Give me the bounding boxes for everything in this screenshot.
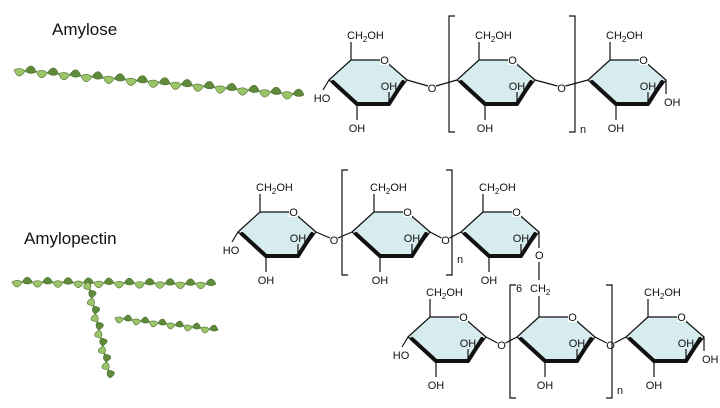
- oh-label: OH: [381, 81, 398, 93]
- ch2oh-label: CH2OH: [475, 30, 512, 44]
- ch2oh-label: CH2OH: [644, 287, 681, 301]
- glucose-unit: O OH OH: [516, 311, 596, 392]
- glucose-unit: O CH2OH OH OH OH: [587, 30, 681, 135]
- ring-oxygen-label: O: [289, 207, 298, 219]
- glycosidic-oxygen-label: O: [497, 340, 506, 352]
- oh-label: OH: [404, 233, 421, 245]
- ring-oxygen-label: O: [568, 312, 577, 324]
- glucose-unit: O CH2OH OH OH HO: [314, 30, 408, 135]
- ho-label: HO: [393, 350, 410, 362]
- oh-label: OH: [481, 275, 498, 287]
- amylose-helix: [13, 65, 305, 100]
- branch-oxygen-label: O: [535, 250, 544, 262]
- ring-oxygen-label: O: [512, 207, 521, 219]
- ring-oxygen-label: O: [380, 55, 389, 67]
- ch2oh-label: CH2OH: [479, 182, 516, 196]
- repeat-bracket-left: [509, 284, 516, 399]
- glucose-unit: O CH2OH OH OH: [456, 30, 536, 135]
- ring-oxygen-label: O: [677, 312, 686, 324]
- repeat-bracket-left: [448, 15, 455, 133]
- oh-label: OH: [290, 233, 307, 245]
- oh-label: OH: [460, 338, 477, 350]
- oh-label: OH: [258, 275, 275, 287]
- oh-label: OH: [646, 380, 663, 392]
- amylopectin-helix-branch-down: [83, 281, 115, 379]
- glucose-unit: O CH2OH OH OH HO: [393, 287, 487, 392]
- repeat-count-label: n: [580, 124, 586, 136]
- ch2oh-label: CH2OH: [256, 182, 293, 196]
- amylopectin-helix-branch-right: [114, 314, 219, 334]
- ring-oxygen-label: O: [508, 55, 517, 67]
- repeat-bracket-right: [569, 15, 576, 133]
- repeat-bracket-right: [606, 284, 613, 399]
- glycosidic-oxygen-label: O: [441, 235, 450, 247]
- repeat-bracket-right: [446, 169, 453, 276]
- oh-label: OH: [509, 81, 526, 93]
- amylopectin-title: Amylopectin: [24, 229, 117, 248]
- glucose-unit: O CH2OH OH OH: [460, 182, 540, 287]
- oh-label: OH: [702, 354, 719, 366]
- oh-label: OH: [537, 380, 554, 392]
- ch2oh-label: CH2OH: [426, 287, 463, 301]
- oh-label: OH: [513, 233, 530, 245]
- ho-label: HO: [314, 93, 331, 105]
- glycosidic-oxygen-label: O: [330, 235, 339, 247]
- ch2oh-label: CH2OH: [606, 30, 643, 44]
- ch2oh-label: CH2OH: [370, 182, 407, 196]
- repeat-bracket-left: [341, 169, 348, 276]
- amylose-title: Amylose: [52, 20, 118, 39]
- ring-oxygen-label: O: [459, 312, 468, 324]
- oh-label: OH: [477, 123, 494, 135]
- oh-label: OH: [608, 123, 625, 135]
- ho-label: HO: [223, 245, 240, 257]
- repeat-count-label: n: [457, 254, 463, 266]
- ring-oxygen-label: O: [403, 207, 412, 219]
- glucose-unit: O CH2OH OH OH OH: [625, 287, 719, 392]
- glycosidic-oxygen-label: O: [557, 83, 566, 95]
- amylopectin-helix-main: [11, 276, 217, 290]
- glycosidic-oxygen-label: O: [606, 340, 615, 352]
- ring-oxygen-label: O: [639, 55, 648, 67]
- oh-label: OH: [349, 123, 366, 135]
- repeat-count-label: n: [617, 385, 623, 397]
- oh-label: OH: [428, 380, 445, 392]
- oh-label: OH: [372, 275, 389, 287]
- glucose-unit: O CH2OH OH OH HO: [223, 182, 317, 287]
- glucose-unit: O CH2OH OH OH: [351, 182, 431, 287]
- ch2oh-label: CH2OH: [347, 30, 384, 44]
- ch2-label: CH2: [530, 283, 551, 297]
- oh-label: OH: [569, 338, 586, 350]
- oh-label: OH: [640, 81, 657, 93]
- glycosidic-oxygen-label: O: [428, 83, 437, 95]
- oh-label: OH: [678, 338, 695, 350]
- carbon-six-label: 6: [516, 283, 522, 295]
- oh-label: OH: [664, 97, 681, 109]
